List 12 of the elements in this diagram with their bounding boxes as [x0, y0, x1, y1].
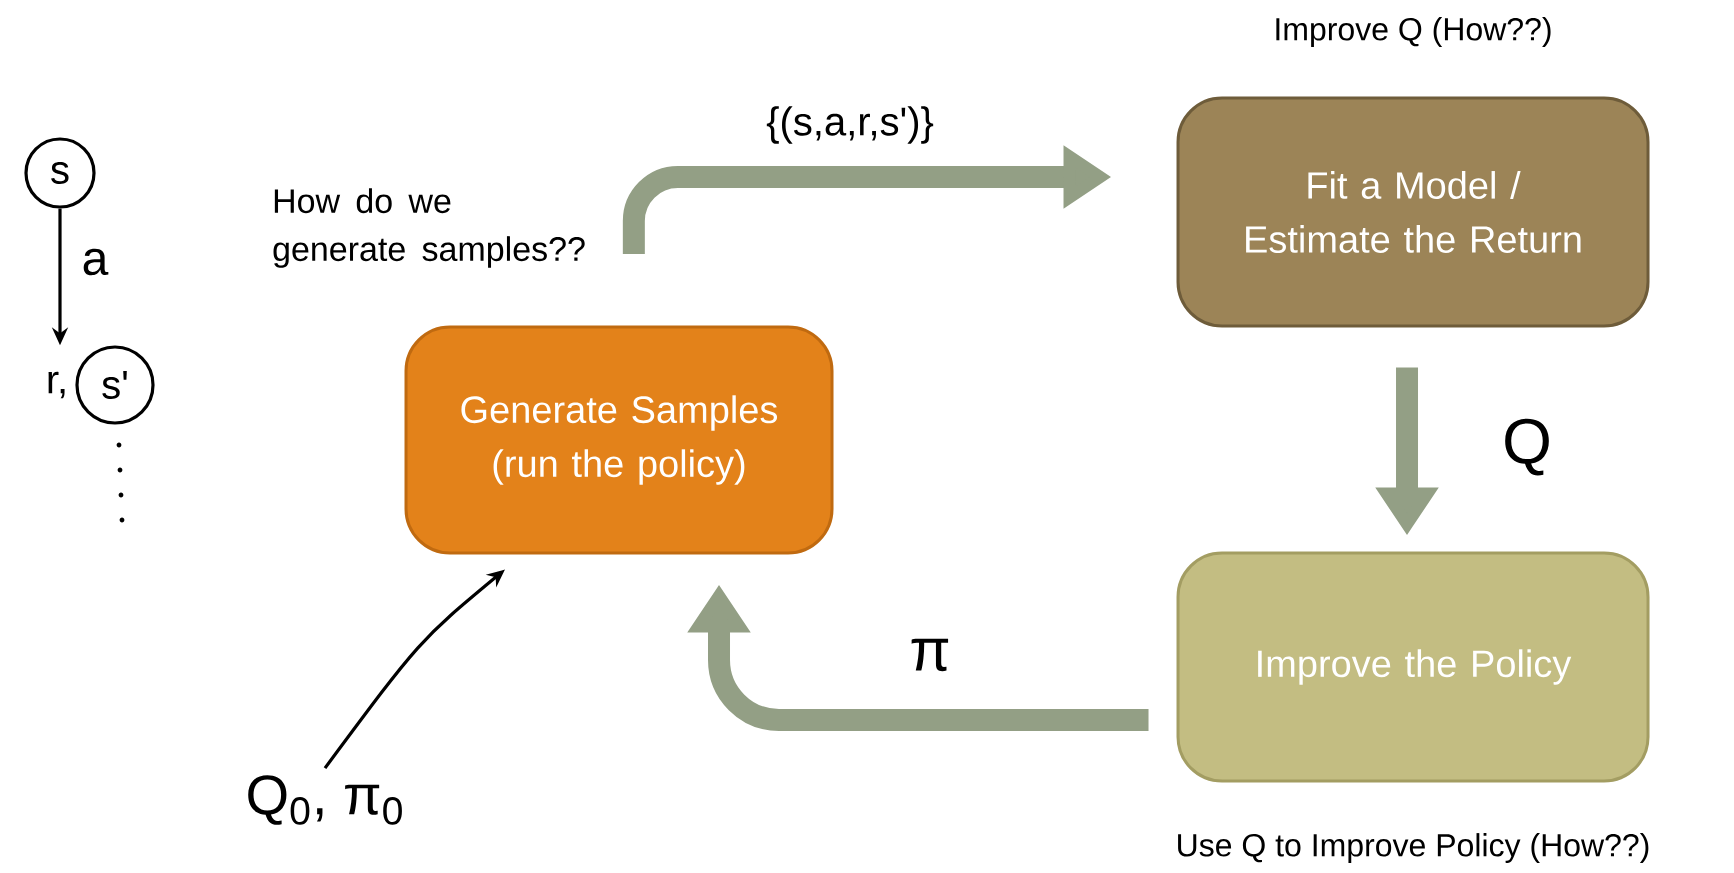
edge-label: π: [911, 638, 949, 672]
edge-label: Q: [1505, 418, 1549, 476]
initial-values-text: Q$_{0}$, π$_{0}$: [248, 775, 402, 825]
process-box: Improve the Policy: [1176, 551, 1650, 783]
edge-label: a: [83, 248, 109, 276]
caption-text: Use Q to Improve Policy (How??): [1178, 833, 1649, 863]
caption-text: Improve Q (How??): [1276, 17, 1551, 47]
process-box: Fit a Model / Estimate the Return: [1176, 96, 1650, 328]
process-box: Generate Samples (run the policy): [404, 325, 834, 555]
edge-label: {(s,a,r,s')}: [766, 106, 934, 144]
caption-text: r,: [48, 371, 65, 399]
question-text: How do we generate samples??: [273, 188, 585, 268]
